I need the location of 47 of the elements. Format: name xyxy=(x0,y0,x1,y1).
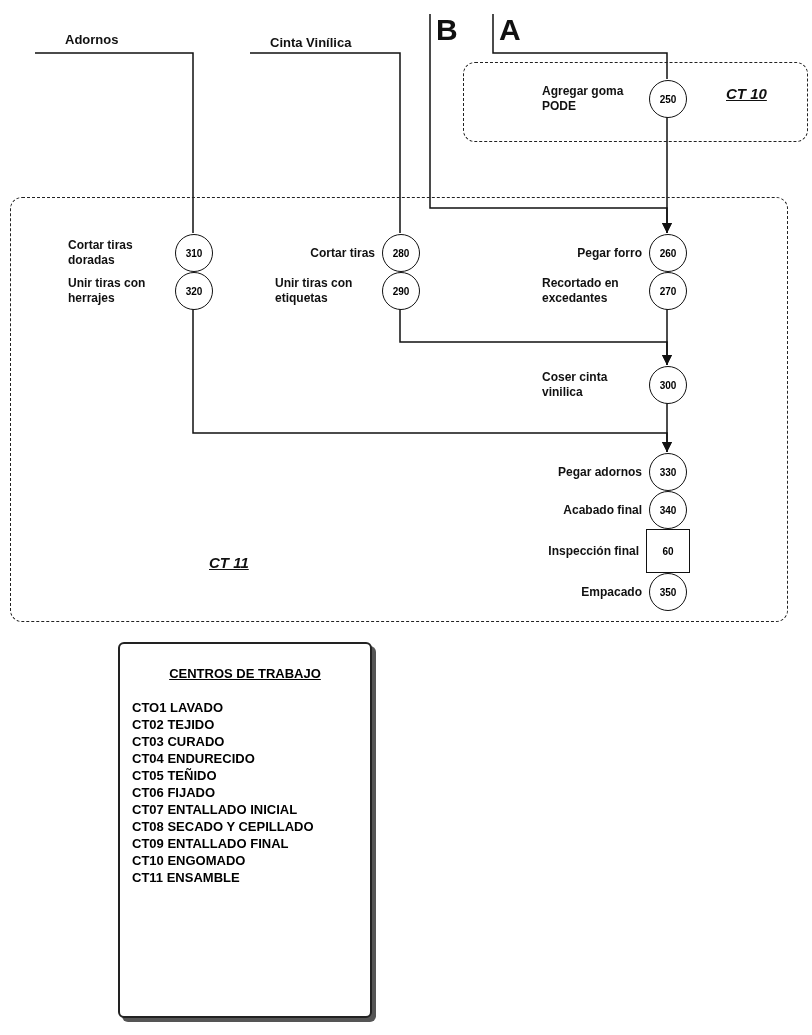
input-label: Adornos xyxy=(35,30,185,53)
operation-circle: 340 xyxy=(649,491,687,529)
work-center-region xyxy=(10,197,788,622)
legend-entry: CT06 FIJADO xyxy=(132,784,217,801)
step-label: Pegar adornos xyxy=(557,464,642,480)
step-label: Coser cinta vinilica xyxy=(542,370,609,400)
connector-letter: A xyxy=(493,12,525,48)
legend-entry: CT08 SECADO Y CEPILLADO xyxy=(132,818,315,835)
work-center-region xyxy=(463,62,808,142)
operation-circle: 310 xyxy=(175,234,213,272)
legend-entry: CT04 ENDURECIDO xyxy=(132,750,256,767)
operation-circle: 280 xyxy=(382,234,420,272)
inspection-square: 60 xyxy=(646,529,690,573)
legend-title: CENTROS DE TRABAJO xyxy=(168,666,322,681)
legend-entry: CT05 TEÑIDO xyxy=(132,767,218,784)
step-label: Pegar forro xyxy=(577,245,642,261)
flow-arrow xyxy=(429,13,673,234)
step-label: Recortado en excedantes xyxy=(542,276,620,306)
input-label: Cinta Vinílica xyxy=(250,33,380,73)
flow-arrow xyxy=(399,308,673,366)
connector-letter: B xyxy=(430,12,462,48)
step-label: Empacado xyxy=(581,584,642,600)
flow-arrow xyxy=(192,308,673,453)
operation-circle: 320 xyxy=(175,272,213,310)
legend-entry: CT10 ENGOMADO xyxy=(132,852,247,869)
operation-circle: 330 xyxy=(649,453,687,491)
step-label: Acabado final xyxy=(563,502,642,518)
operation-circle: 290 xyxy=(382,272,420,310)
step-label: Unir tiras con herrajes xyxy=(68,276,147,306)
step-label: Cortar tiras doradas xyxy=(68,238,134,268)
operation-circle: 350 xyxy=(649,573,687,611)
operation-circle: 300 xyxy=(649,366,687,404)
legend-entry: CT09 ENTALLADO FINAL xyxy=(132,835,290,852)
legend-entry: CT02 TEJIDO xyxy=(132,716,216,733)
work-center-label: CT 10 xyxy=(726,85,767,102)
legend-entry: CT11 ENSAMBLE xyxy=(132,869,241,886)
step-label: Unir tiras con etiquetas xyxy=(275,276,354,306)
work-center-label: CT 11 xyxy=(209,554,249,571)
operation-circle: 260 xyxy=(649,234,687,272)
legend-entry: CT07 ENTALLADO INICIAL xyxy=(132,801,299,818)
step-label: Inspección final xyxy=(548,543,639,559)
step-label: Cortar tiras xyxy=(310,245,375,261)
legend-entry: CTO1 LAVADO xyxy=(132,699,224,716)
operation-circle: 270 xyxy=(649,272,687,310)
operation-circle: 250 xyxy=(649,80,687,118)
step-label: Agregar goma PODE xyxy=(542,84,625,114)
legend-entry: CT03 CURADO xyxy=(132,733,226,750)
